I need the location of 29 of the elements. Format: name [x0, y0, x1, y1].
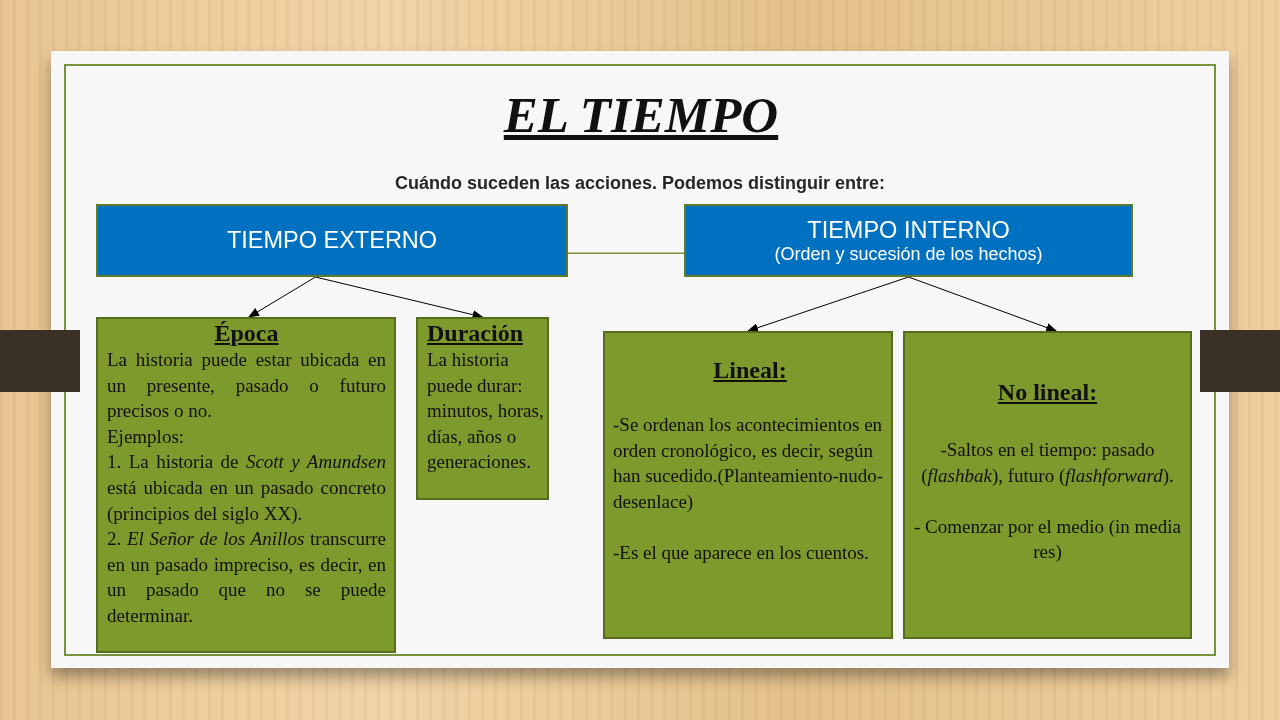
box-heading: No lineal:	[997, 378, 1098, 406]
arrow	[908, 276, 1058, 332]
arrow	[747, 276, 909, 333]
box-heading: Época	[214, 319, 279, 347]
box-text: -Es el que aparece en los cuentos.	[613, 540, 870, 565]
box-text: -Se ordenan los acontecimientos en orden cronológico, es decir, según han sucedido.(Planteamiento-nudo-desenlace)	[613, 413, 885, 514]
diagram-title: EL TIEMPO	[503, 86, 779, 145]
box-text: La historia puede estar ubicada en un presente, pasado o futuro precisos o no.	[107, 348, 386, 424]
arrow	[248, 276, 316, 318]
box-text: - Comenzar por el medio (in media res)	[913, 514, 1182, 565]
box-text: -Saltos en el tiempo: pasado (flashbak), futuro (flashforward).	[920, 438, 1175, 488]
connector-line	[567, 252, 685, 255]
content-box	[903, 331, 1192, 639]
box-heading: Duración	[427, 319, 523, 347]
box-text: La historia puede durar: minutos, horas, días, años o generaciones.	[427, 348, 545, 475]
content-box	[603, 331, 893, 639]
category-title: TIEMPO INTERNO	[807, 216, 1010, 244]
box-text: 1. La historia de Scott y Amundsen está ubicada en un pasado concreto (principios del siglo XX).	[107, 450, 386, 526]
box-text: 2. El Señor de los Anillos transcurre en un pasado impreciso, es decir, en un pasado que no se puede determinar.	[107, 527, 386, 628]
content-box	[416, 317, 549, 500]
category-title: TIEMPO EXTERNO	[226, 227, 438, 254]
arrow	[315, 276, 484, 320]
category-box	[684, 204, 1133, 277]
box-text: Ejemplos:	[107, 424, 186, 449]
category-box	[96, 204, 568, 277]
box-heading: Lineal:	[713, 356, 787, 384]
content-box	[96, 317, 396, 653]
category-subtitle: (Orden y sucesión de los hechos)	[774, 243, 1043, 265]
intro-text: Cuándo suceden las acciones. Podemos distinguir entre:	[394, 172, 886, 194]
